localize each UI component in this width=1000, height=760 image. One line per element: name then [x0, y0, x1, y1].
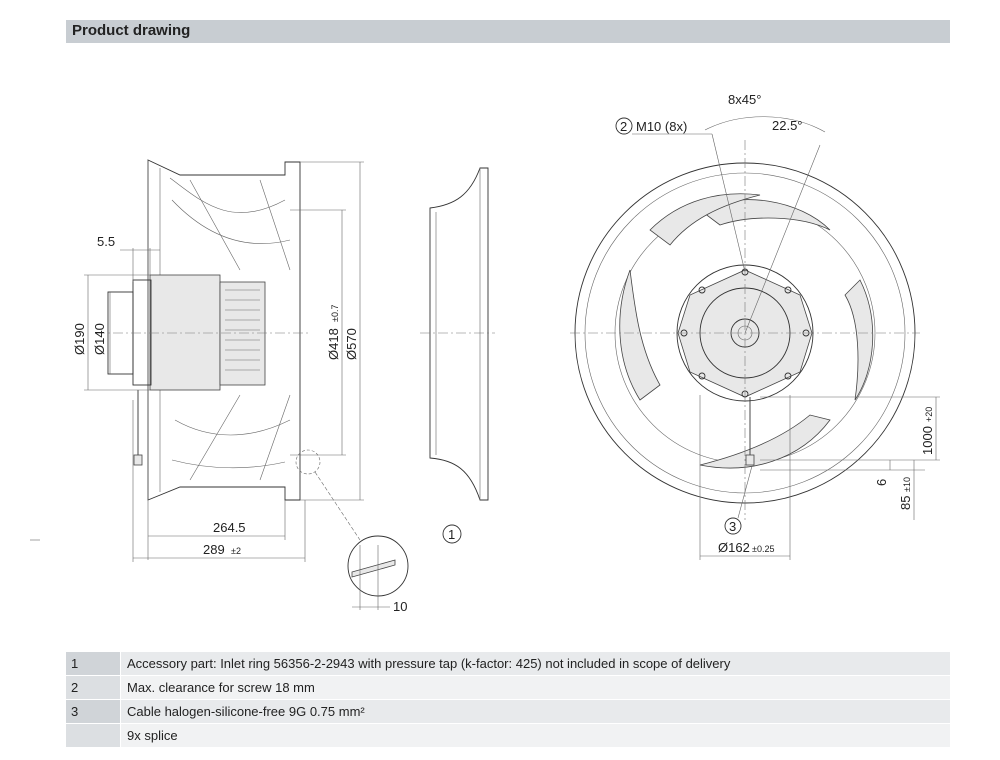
- dim-289-tol: ±2: [231, 546, 241, 556]
- inlet-ring-view: 1: [420, 167, 495, 544]
- dim-418: Ø418: [326, 328, 341, 360]
- section-title: Product drawing: [72, 22, 191, 39]
- dim-1000-tol: +20: [924, 407, 934, 422]
- note-row: 9x splice: [66, 724, 950, 747]
- dim-570: Ø570: [344, 328, 359, 360]
- callout-3: 3: [729, 519, 736, 534]
- note-text: Max. clearance for screw 18 mm: [127, 680, 315, 695]
- note-text: Accessory part: Inlet ring 56356-2-2943 …: [127, 656, 731, 671]
- dim-264-5: 264.5: [213, 520, 246, 535]
- dim-10: 10: [393, 599, 407, 614]
- note-row: 2 Max. clearance for screw 18 mm: [66, 676, 950, 699]
- dim-6: 6: [874, 479, 889, 486]
- callout-1: 1: [448, 527, 455, 542]
- section-header: Product drawing: [66, 20, 950, 43]
- fan-side-view: 5.5 Ø190 Ø140 Ø418 ±0.7 Ø570 264.5 289 ±…: [72, 159, 409, 614]
- note-number: 3: [71, 704, 79, 719]
- note-row: 3 Cable halogen-silicone-free 9G 0.75 mm…: [66, 700, 950, 723]
- dim-m10: M10 (8x): [636, 119, 687, 134]
- callout-2: 2: [620, 119, 627, 134]
- dim-5-5: 5.5: [97, 234, 115, 249]
- dim-418-tol: ±0.7: [330, 305, 340, 322]
- product-drawing: 5.5 Ø190 Ø140 Ø418 ±0.7 Ø570 264.5 289 ±…: [30, 92, 940, 614]
- note-number: 1: [71, 656, 79, 671]
- note-text: 9x splice: [127, 728, 178, 743]
- note-row: 1 Accessory part: Inlet ring 56356-2-294…: [66, 652, 950, 675]
- note-text: Cable halogen-silicone-free 9G 0.75 mm²: [127, 704, 365, 719]
- notes-table: 1 Accessory part: Inlet ring 56356-2-294…: [66, 652, 950, 748]
- dim-140: Ø140: [92, 323, 107, 355]
- dim-85: 85: [898, 496, 913, 510]
- dim-190: Ø190: [72, 323, 87, 355]
- dim-289: 289: [203, 542, 225, 557]
- dim-angle-8x45: 8x45°: [728, 92, 761, 107]
- note-number: 2: [71, 680, 79, 695]
- dim-162-tol: ±0.25: [752, 544, 774, 554]
- dim-angle-22-5: 22.5°: [772, 118, 803, 133]
- fan-front-view: 2 M10 (8x) 8x45° 22.5° Ø162 ±0.25 3 1000…: [570, 92, 940, 560]
- dim-162: Ø162: [718, 540, 750, 555]
- dim-1000: 1000: [920, 426, 935, 455]
- dim-85-tol: ±10: [902, 477, 912, 492]
